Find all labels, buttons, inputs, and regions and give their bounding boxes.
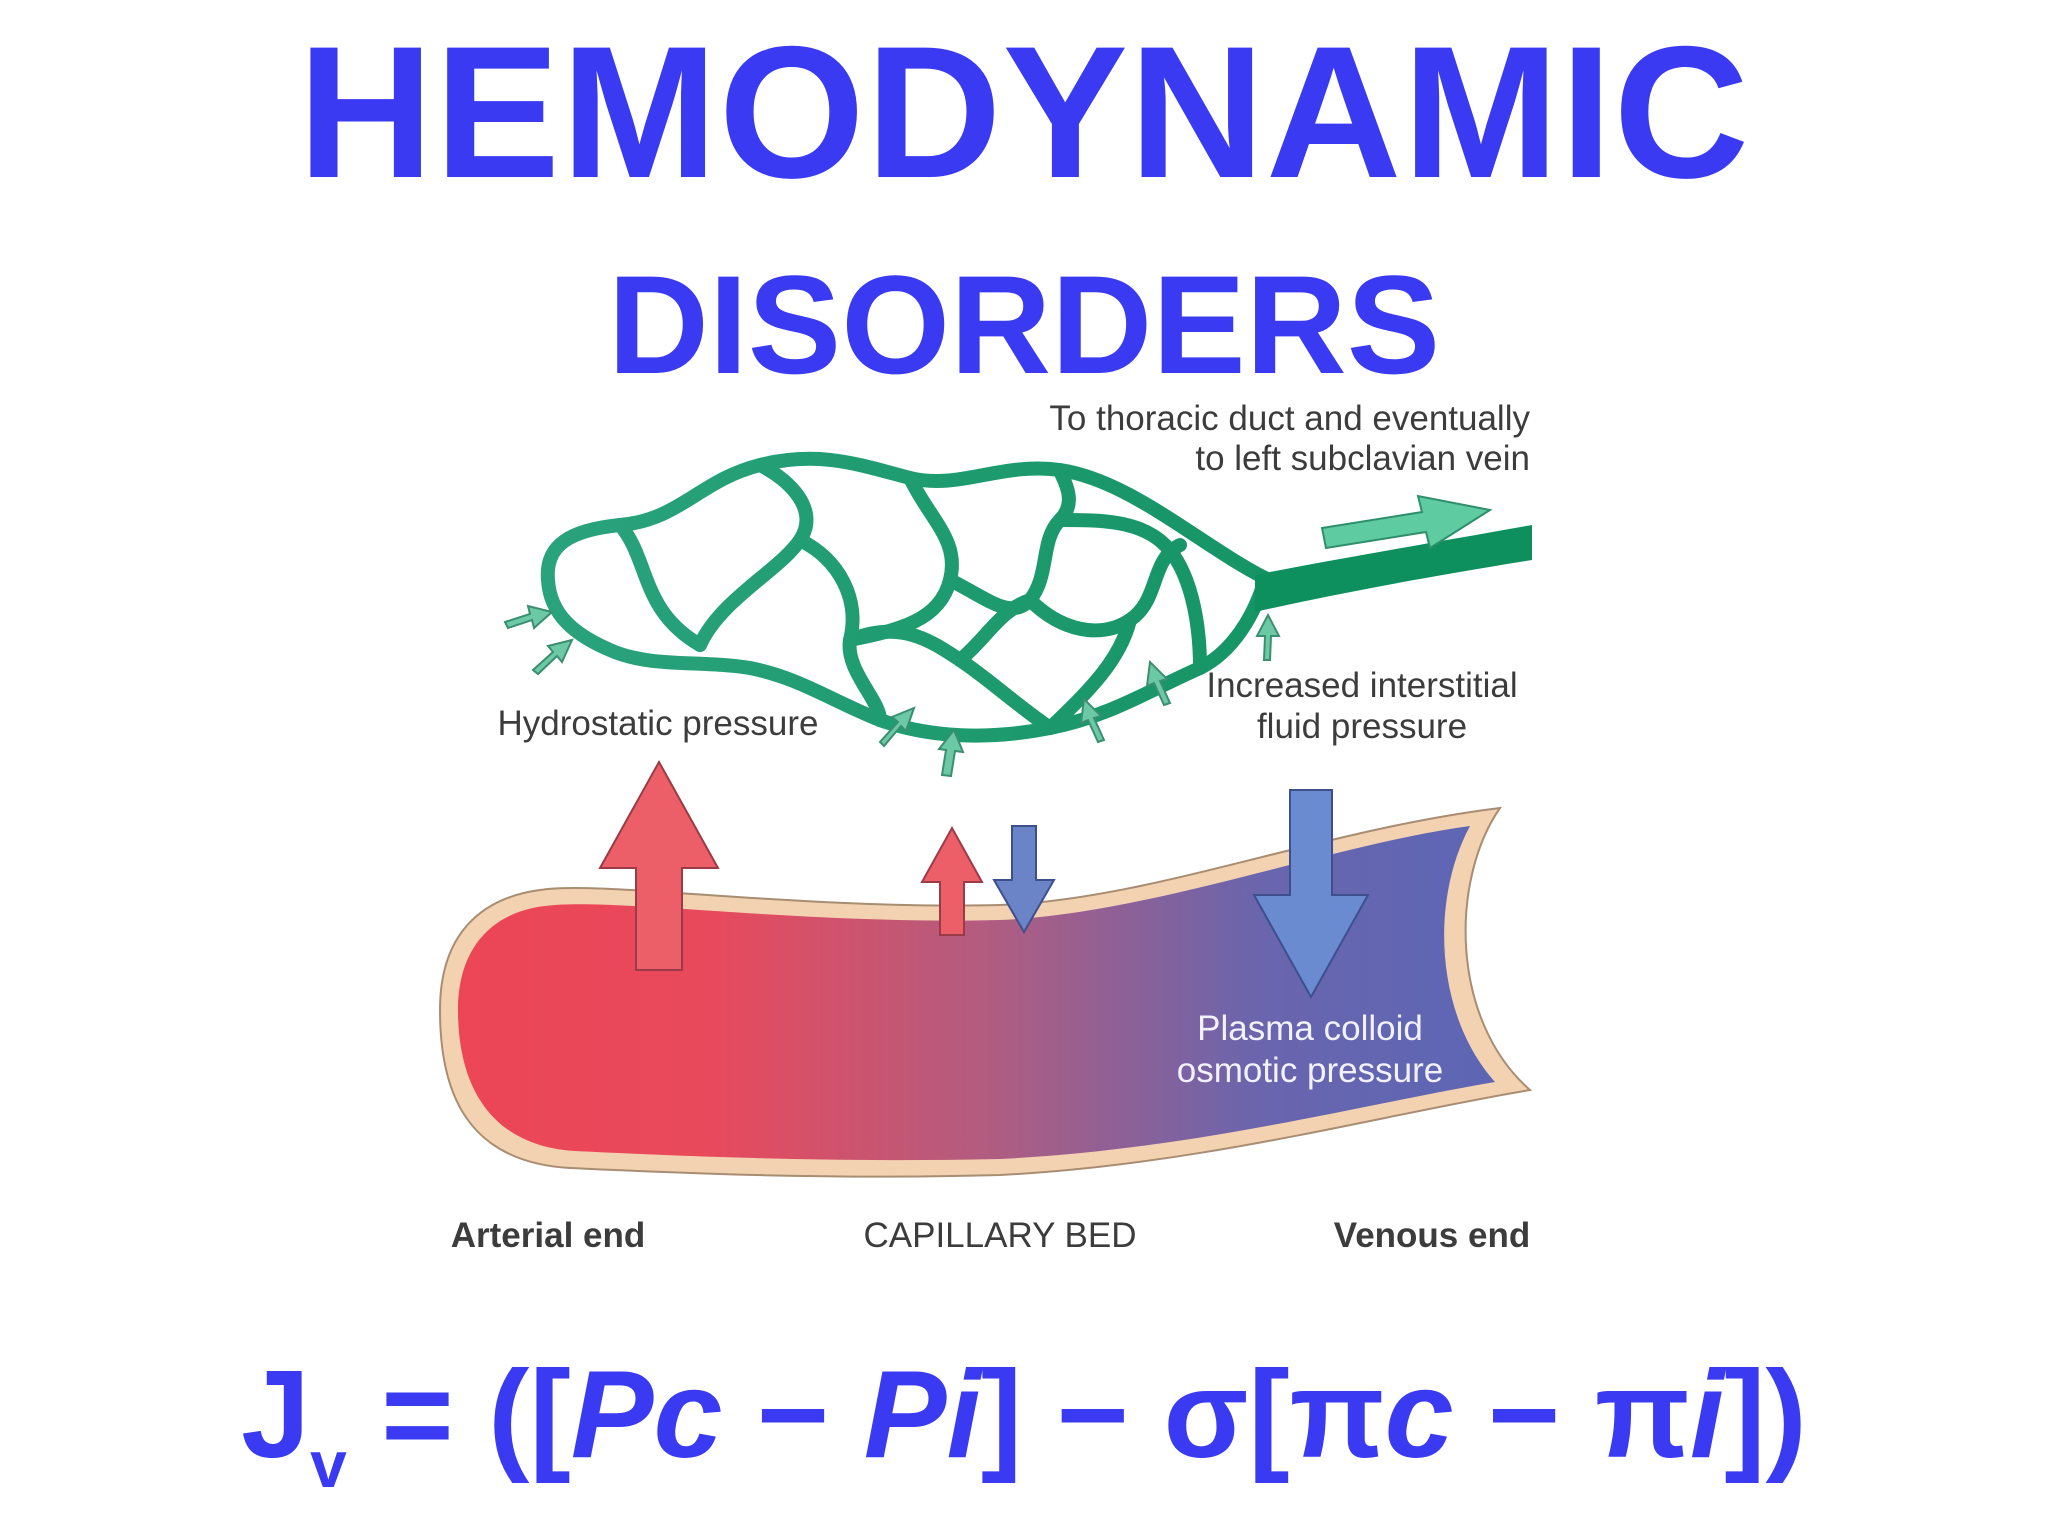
title-line-2: DISORDERS — [607, 246, 1441, 403]
small-arrow-icon — [1079, 696, 1106, 744]
lymph-trunk — [1255, 525, 1532, 612]
lymph-flow-arrow-icon — [1320, 494, 1493, 550]
small-arrow-icon — [503, 604, 555, 630]
capillary-bed-label: CAPILLARY BED — [863, 1216, 1136, 1255]
formula-c: c — [1384, 1346, 1454, 1484]
small-arrow-icon — [937, 728, 965, 778]
lymph-entry-arrows — [503, 604, 1281, 778]
small-arrow-icon — [1145, 659, 1172, 707]
title-line-1: HEMODYNAMIC — [297, 7, 1751, 217]
formula-pi: Pi — [863, 1346, 981, 1484]
small-arrow-icon — [878, 706, 916, 748]
formula-subscript-v: v — [310, 1427, 347, 1501]
lymph-destination-label-2: to left subclavian vein — [1195, 439, 1530, 478]
venous-end-label: Venous end — [1334, 1216, 1530, 1255]
formula-close: ]) — [1724, 1346, 1807, 1484]
plasma-osmotic-label-1: Plasma colloid — [1197, 1009, 1423, 1048]
lymphatic-vessel-network — [540, 451, 1272, 743]
small-arrow-icon — [531, 638, 574, 676]
formula-minus-2: − — [1453, 1346, 1595, 1484]
formula-pi-symbol-1: π — [1289, 1346, 1385, 1484]
interstitial-pressure-label-1: Increased interstitial — [1206, 666, 1517, 705]
interstitial-pressure-label-2: fluid pressure — [1257, 707, 1467, 746]
formula-pi-symbol-2: π — [1594, 1346, 1690, 1484]
formula-minus-1: − — [722, 1346, 864, 1484]
small-inflow-arrow-icon — [992, 825, 1056, 935]
arterial-end-label: Arterial end — [451, 1216, 646, 1255]
starling-equation: Jv = ([Pc − Pi] − σ[πc − πi]) — [0, 1345, 2048, 1497]
lymph-destination-label-1: To thoracic duct and eventually — [1049, 399, 1530, 438]
osmotic-pressure-arrow-icon — [1252, 789, 1370, 1000]
hydrostatic-pressure-arrow-icon — [598, 759, 720, 971]
formula-i: i — [1689, 1346, 1725, 1484]
hydrostatic-pressure-label: Hydrostatic pressure — [498, 704, 819, 743]
small-outflow-arrow-icon — [920, 825, 984, 936]
blood-lumen — [458, 826, 1495, 1161]
formula-bracket-mid: ] − σ[ — [980, 1346, 1290, 1484]
small-arrow-icon — [1255, 612, 1281, 661]
plasma-osmotic-label-2: osmotic pressure — [1177, 1051, 1443, 1090]
formula-pc: Pc — [570, 1346, 723, 1484]
formula-equals-open: = ([ — [346, 1346, 571, 1484]
formula-j: J — [241, 1346, 311, 1484]
